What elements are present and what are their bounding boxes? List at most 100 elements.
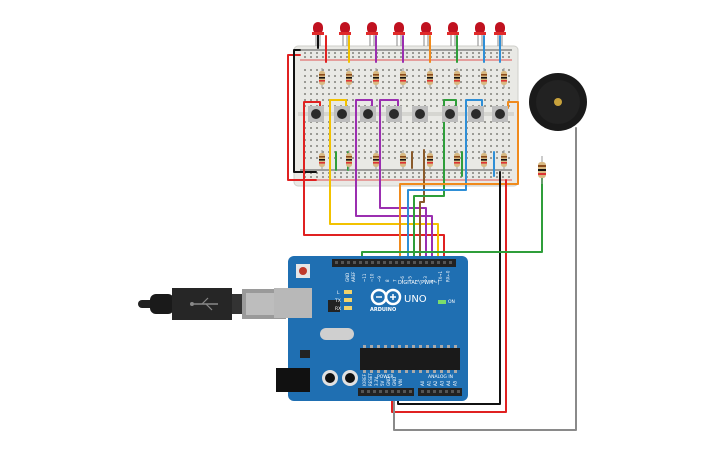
resistor-top-6[interactable] bbox=[454, 68, 460, 88]
arduino-uno-board[interactable]: UNO ARDUINO DIGITAL (PWM~) POWER ANALOG … bbox=[274, 256, 468, 401]
pushbutton-1[interactable] bbox=[308, 106, 324, 122]
piezo-buzzer[interactable] bbox=[529, 73, 587, 131]
pushbutton-7[interactable] bbox=[468, 106, 484, 122]
5v-pin-label: 5V bbox=[380, 380, 385, 386]
led-8[interactable] bbox=[494, 22, 506, 46]
led-3[interactable] bbox=[366, 22, 378, 46]
reset-button[interactable] bbox=[296, 264, 310, 278]
resistor-bottom-5[interactable] bbox=[427, 150, 433, 170]
wire-btn-green bbox=[413, 99, 457, 263]
wire-5v-red bbox=[391, 179, 507, 413]
pushbutton-2[interactable] bbox=[334, 106, 350, 122]
rx-label: RX bbox=[335, 306, 341, 312]
digital-pin-label: ~11 bbox=[362, 273, 367, 282]
analog-label: ANALOG IN bbox=[428, 374, 453, 380]
digital-header[interactable] bbox=[332, 259, 456, 267]
resistor-top-1[interactable] bbox=[319, 68, 325, 88]
model-label: UNO bbox=[404, 294, 427, 305]
led-4[interactable] bbox=[393, 22, 405, 46]
digital-pin-label: ~6 bbox=[400, 276, 405, 282]
power-jack bbox=[276, 368, 310, 392]
digital-pin-label: 2 bbox=[430, 279, 435, 282]
rx-led bbox=[344, 306, 352, 310]
resistor-top-3[interactable] bbox=[373, 68, 379, 88]
wire-btn-yellow bbox=[329, 99, 439, 263]
wire-buzzer-green bbox=[361, 175, 543, 263]
resistor-bottom-7[interactable] bbox=[481, 150, 487, 170]
buzzer-resistor bbox=[538, 156, 546, 184]
resistor-top-7[interactable] bbox=[481, 68, 487, 88]
analog-pin-label: A4 bbox=[446, 380, 451, 386]
on-led bbox=[438, 300, 446, 304]
vin-pin-label: VIN bbox=[398, 379, 403, 386]
wire-btn-orange bbox=[399, 101, 519, 263]
pushbutton-8[interactable] bbox=[492, 106, 508, 122]
regulator bbox=[300, 350, 310, 358]
resistor-bottom-1[interactable] bbox=[319, 150, 325, 170]
gnd-pin-label-2: GND bbox=[392, 377, 397, 386]
pushbutton-3[interactable] bbox=[360, 106, 376, 122]
gnd-pin-label-1: GND bbox=[386, 377, 391, 386]
analog-pin-label: A0 bbox=[420, 380, 425, 386]
tx-led bbox=[344, 298, 352, 302]
arduino-logo-icon bbox=[370, 288, 402, 306]
digital-pin-label: 7 bbox=[392, 279, 397, 282]
on-label: ON bbox=[448, 299, 455, 305]
usb-jack bbox=[274, 288, 312, 318]
digital-pin-label: ~3 bbox=[423, 276, 428, 282]
reset-pin-label: RESET bbox=[368, 373, 373, 386]
digital-pin-label: 4 bbox=[415, 279, 420, 282]
analog-pin-label: A5 bbox=[453, 380, 458, 386]
resistor-top-8[interactable] bbox=[501, 68, 507, 88]
wire-buzzer-gray bbox=[393, 127, 577, 431]
resistor-bottom-8[interactable] bbox=[501, 150, 507, 170]
gnd-top-pin-label: GND bbox=[345, 273, 350, 282]
resistor-bottom-6[interactable] bbox=[454, 150, 460, 170]
digital-pin-label: ~9 bbox=[377, 276, 382, 282]
l-led bbox=[344, 290, 352, 294]
resistor-bottom-3[interactable] bbox=[373, 150, 379, 170]
resistor-top-2[interactable] bbox=[346, 68, 352, 88]
pushbutton-5[interactable] bbox=[412, 106, 428, 122]
digital-pin-label: ~10 bbox=[370, 273, 375, 282]
pushbutton-4[interactable] bbox=[386, 106, 402, 122]
wire-btn-purple1 bbox=[355, 99, 433, 263]
crystal bbox=[320, 328, 354, 340]
usb-symbol-icon bbox=[190, 297, 218, 311]
led-6[interactable] bbox=[447, 22, 459, 46]
wire-btn-red bbox=[303, 101, 445, 263]
chip-pins bbox=[363, 345, 457, 373]
atmega-chip bbox=[360, 348, 460, 370]
resistor-top-5[interactable] bbox=[427, 68, 433, 88]
3v3-pin-label: 3.3V bbox=[374, 377, 379, 386]
tx-label: TX bbox=[334, 298, 341, 304]
digital-label: DIGITAL (PWM~) bbox=[398, 280, 440, 286]
analog-pin-label: A3 bbox=[440, 380, 445, 386]
analog-pin-label: A2 bbox=[433, 380, 438, 386]
header-pins bbox=[335, 261, 460, 393]
led-1[interactable] bbox=[312, 22, 324, 46]
digital-pin-label: TX→1 bbox=[438, 270, 443, 283]
led-7[interactable] bbox=[474, 22, 486, 46]
brand-label: ARDUINO bbox=[370, 307, 396, 313]
resistors-top bbox=[319, 68, 507, 88]
power-label: POWER bbox=[377, 374, 394, 380]
digital-pin-label: 8 bbox=[385, 279, 390, 282]
led-5[interactable] bbox=[420, 22, 432, 46]
wire-btn-blue bbox=[407, 99, 483, 263]
digital-pin-label: ~5 bbox=[408, 276, 413, 282]
resistor-top-4[interactable] bbox=[400, 68, 406, 88]
wire-btn-brown bbox=[419, 149, 425, 263]
led-2[interactable] bbox=[339, 22, 351, 46]
l-label: L bbox=[337, 290, 340, 296]
usb-chip bbox=[328, 300, 340, 312]
resistor-bottom-4[interactable] bbox=[400, 150, 406, 170]
led-row bbox=[312, 22, 506, 46]
usb-cable[interactable] bbox=[138, 288, 286, 320]
analog-pin-label: A1 bbox=[427, 380, 432, 386]
pushbutton-6[interactable] bbox=[442, 106, 458, 122]
resistor-bottom-2[interactable] bbox=[346, 150, 352, 170]
